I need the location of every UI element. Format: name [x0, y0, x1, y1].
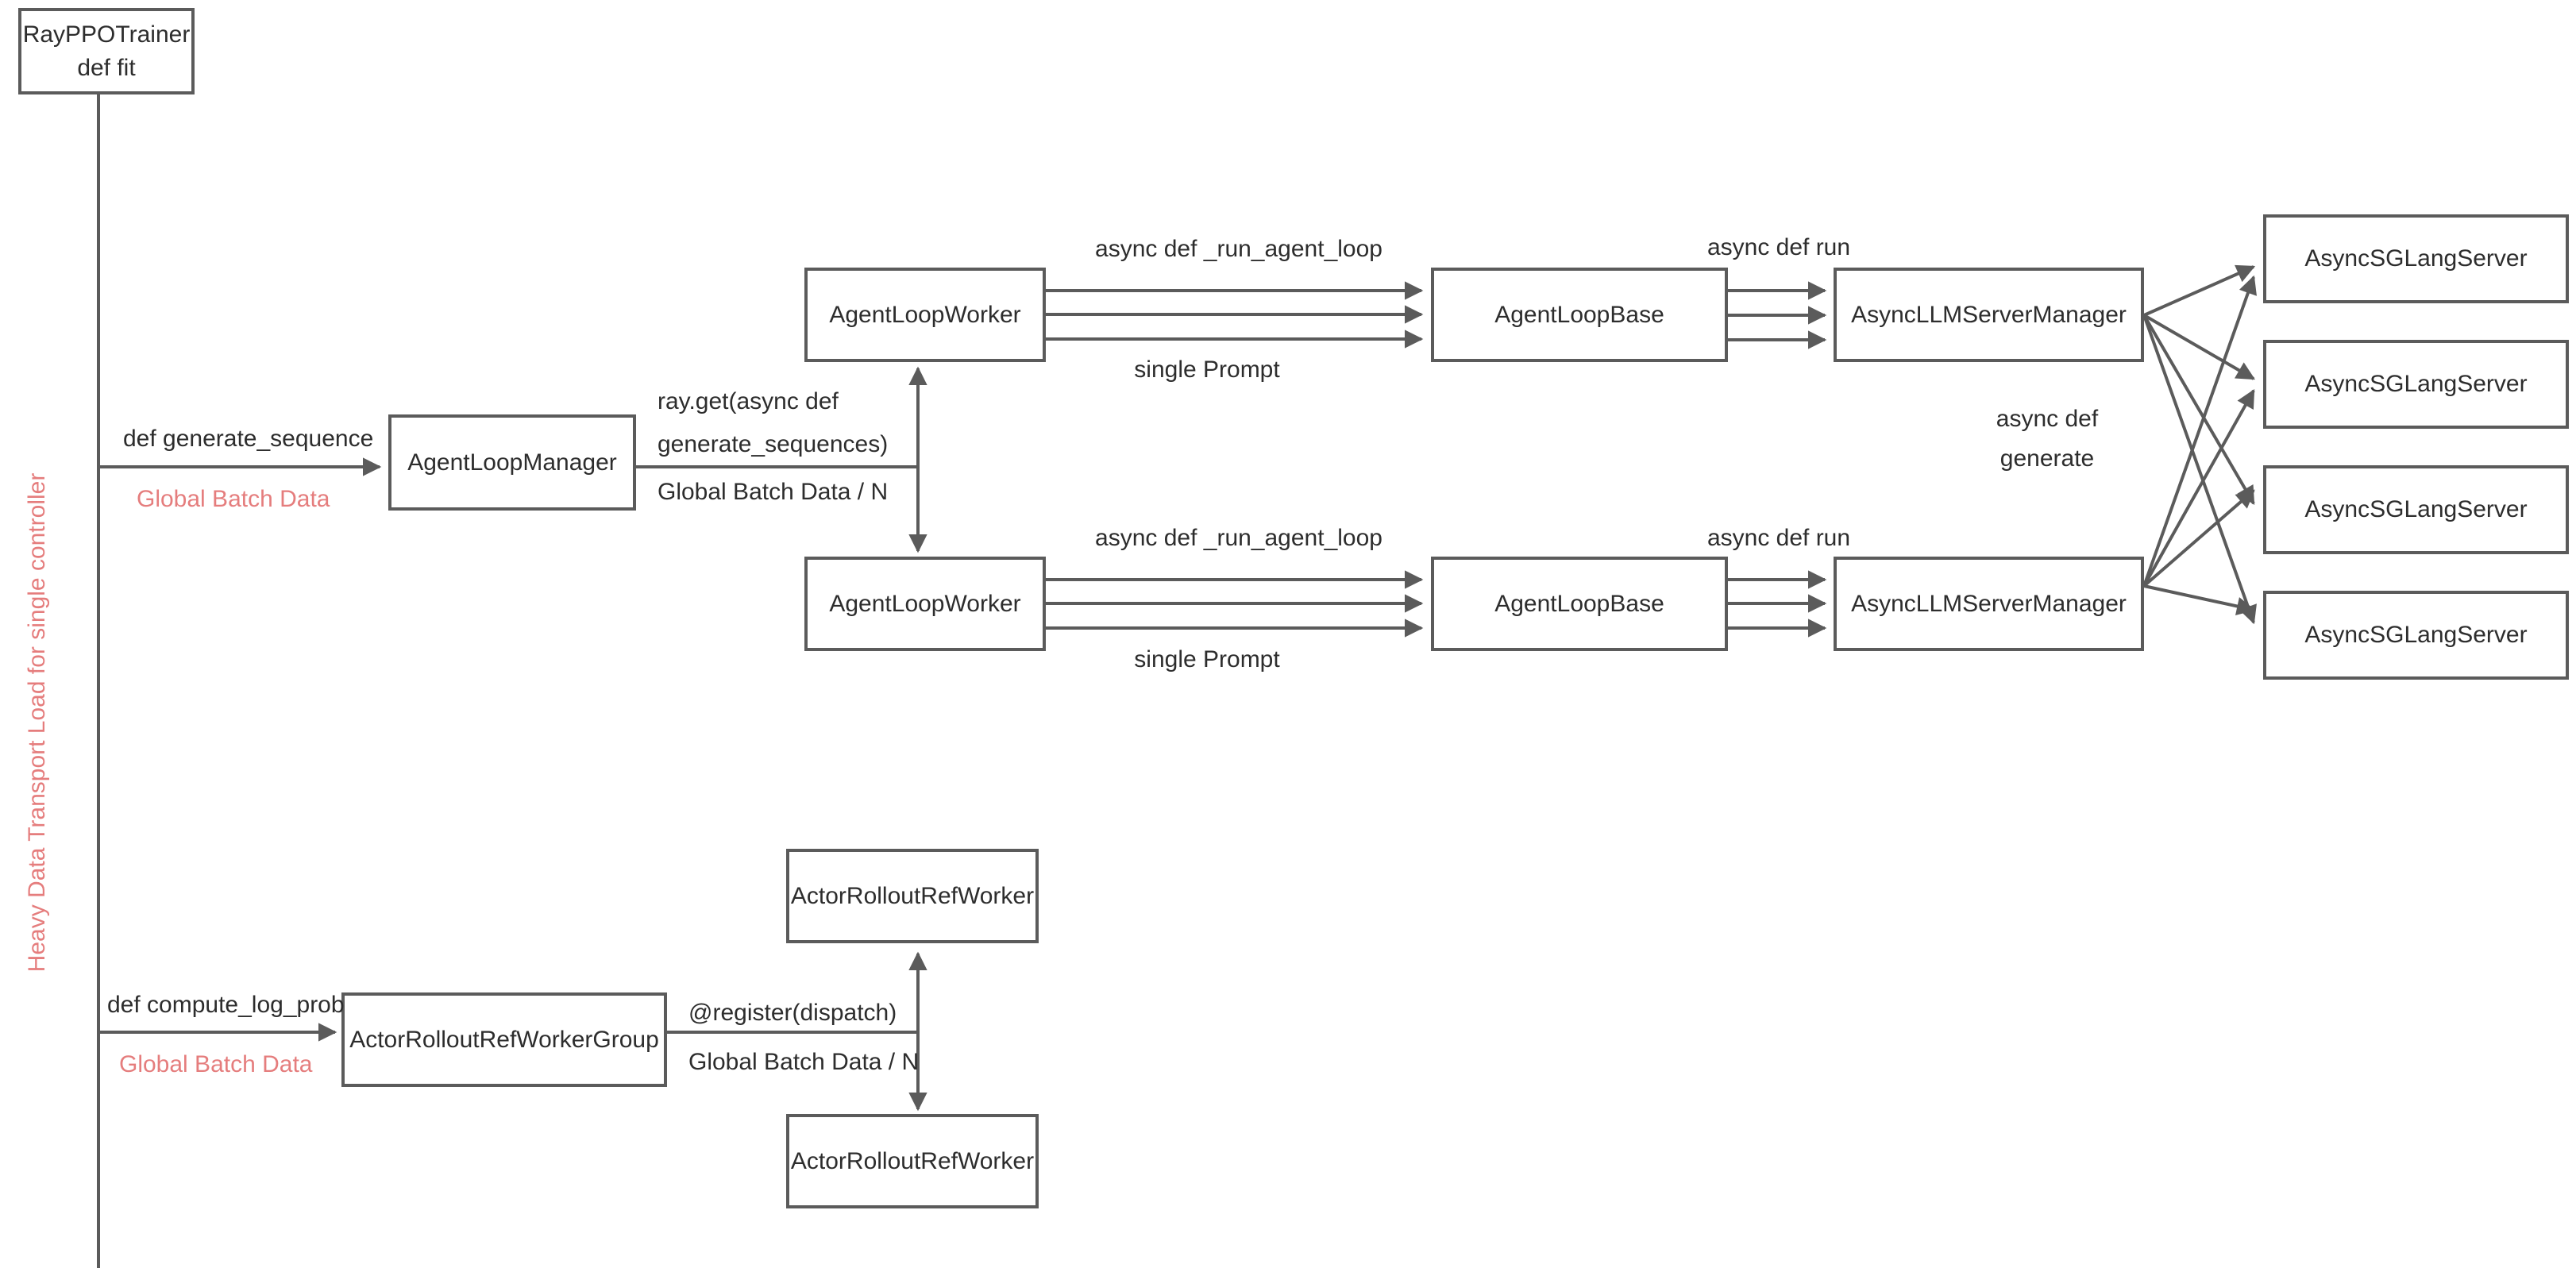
- edge-base1-to-llm-manager1: [1728, 281, 1827, 349]
- edge-llm-manager2-to-servers: [2142, 275, 2257, 615]
- edge-label-global-batch-data-n-top: Global Batch Data / N: [657, 479, 889, 505]
- edge-label-global-batch-data-n-bottom: Global Batch Data / N: [688, 1049, 920, 1075]
- node-async-sglang-server-1: AsyncSGLangServer: [2263, 214, 2569, 303]
- node-actor-rollout-ref-worker-1: ActorRolloutRefWorker: [786, 849, 1039, 943]
- edge-manager-to-workers: [636, 366, 927, 553]
- edge-label-single-prompt-row1: single Prompt: [1134, 357, 1280, 383]
- edge-label-def-generate-sequence: def generate_sequence: [123, 426, 374, 452]
- edge-label-run-agent-loop-row2: async def _run_agent_loop: [1095, 525, 1382, 551]
- node-agent-loop-manager: AgentLoopManager: [388, 414, 636, 511]
- edge-llm-manager1-to-servers: [2142, 264, 2257, 625]
- edge-group-to-ref-workers: [667, 951, 927, 1112]
- edge-base2-to-llm-manager2: [1728, 570, 1827, 638]
- edge-label-async-def-generate-line2: generate: [1999, 445, 2095, 472]
- node-agent-loop-base-2: AgentLoopBase: [1431, 557, 1728, 651]
- edge-label-ray-get-line2: generate_sequences): [657, 431, 889, 457]
- node-async-llm-server-manager-2: AsyncLLMServerManager: [1834, 557, 2144, 651]
- edge-label-def-compute-log-prob: def compute_log_prob: [107, 992, 345, 1018]
- node-ray-ppo-trainer-line1: RayPPOTrainer: [22, 21, 191, 48]
- node-ray-ppo-trainer-line2: def fit: [77, 54, 136, 81]
- node-async-sglang-server-2: AsyncSGLangServer: [2263, 340, 2569, 429]
- edge-label-run-agent-loop-row1: async def _run_agent_loop: [1095, 236, 1382, 262]
- node-ray-ppo-trainer: RayPPOTrainer def fit: [18, 8, 195, 94]
- edge-label-async-def-generate-line1: async def: [1996, 406, 2099, 432]
- node-async-sglang-server-4: AsyncSGLangServer: [2263, 591, 2569, 680]
- node-agent-loop-worker-1: AgentLoopWorker: [804, 268, 1046, 362]
- edge-worker1-to-base1: [1046, 281, 1424, 349]
- node-agent-loop-base-1: AgentLoopBase: [1431, 268, 1728, 362]
- edge-worker2-to-base2: [1046, 570, 1424, 638]
- edge-label-register-dispatch: @register(dispatch): [688, 1000, 897, 1026]
- edge-label-ray-get-line1: ray.get(async def: [657, 388, 839, 414]
- side-note-heavy-data-transport: Heavy Data Transport Load for single con…: [24, 472, 50, 973]
- edge-label-global-batch-data-bottom: Global Batch Data: [119, 1051, 313, 1077]
- node-actor-rollout-ref-worker-group: ActorRolloutRefWorkerGroup: [341, 992, 667, 1087]
- edge-label-async-def-run-row2: async def run: [1706, 525, 1851, 551]
- node-actor-rollout-ref-worker-2: ActorRolloutRefWorker: [786, 1114, 1039, 1208]
- node-async-sglang-server-3: AsyncSGLangServer: [2263, 465, 2569, 554]
- node-async-llm-server-manager-1: AsyncLLMServerManager: [1834, 268, 2144, 362]
- node-agent-loop-worker-2: AgentLoopWorker: [804, 557, 1046, 651]
- edge-label-single-prompt-row2: single Prompt: [1134, 646, 1280, 673]
- edge-label-async-def-run-row1: async def run: [1706, 234, 1851, 260]
- edge-label-global-batch-data-top: Global Batch Data: [137, 486, 330, 512]
